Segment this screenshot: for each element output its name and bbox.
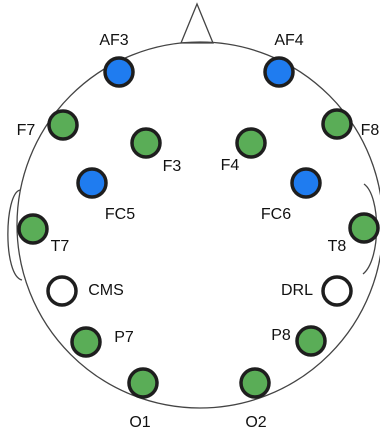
electrode-label-o1: O1	[129, 414, 150, 427]
head-circle	[16, 41, 380, 409]
electrode-f4	[235, 127, 267, 159]
electrode-label-f4: F4	[221, 157, 240, 174]
electrode-label-af4: AF4	[274, 32, 303, 49]
electrode-label-o2: O2	[245, 414, 266, 427]
electrode-f7	[47, 109, 79, 141]
electrode-label-f3: F3	[163, 158, 182, 175]
electrodes-layer	[17, 56, 380, 399]
electrode-o1	[127, 367, 159, 399]
electrode-t7	[17, 213, 49, 245]
electrode-label-p8: P8	[271, 327, 291, 344]
electrode-label-p7: P7	[114, 329, 134, 346]
electrode-cms	[46, 275, 78, 307]
electrode-label-t8: T8	[328, 238, 347, 255]
electrode-drl	[321, 275, 353, 307]
electrode-label-f7: F7	[17, 122, 36, 139]
electrode-o2	[239, 367, 271, 399]
electrode-fc5	[76, 167, 108, 199]
electrode-p7	[70, 326, 102, 358]
electrode-fc6	[290, 167, 322, 199]
electrode-f8	[321, 108, 353, 140]
head-outline-group	[7, 2, 380, 409]
electrode-label-f8: F8	[361, 122, 380, 139]
electrode-label-fc5: FC5	[105, 206, 135, 223]
electrode-label-drl: DRL	[281, 282, 313, 299]
electrode-t8	[348, 212, 380, 244]
electrode-label-t7: T7	[51, 238, 70, 255]
electrode-p8	[295, 325, 327, 357]
electrode-label-cms: CMS	[88, 282, 124, 299]
electrode-af3	[103, 56, 135, 88]
nose-shape	[180, 2, 214, 44]
electrode-label-af3: AF3	[99, 32, 128, 49]
electrode-f3	[130, 127, 162, 159]
electrode-af4	[263, 56, 295, 88]
left-ear-shape	[7, 189, 23, 281]
electrode-label-fc6: FC6	[261, 206, 291, 223]
